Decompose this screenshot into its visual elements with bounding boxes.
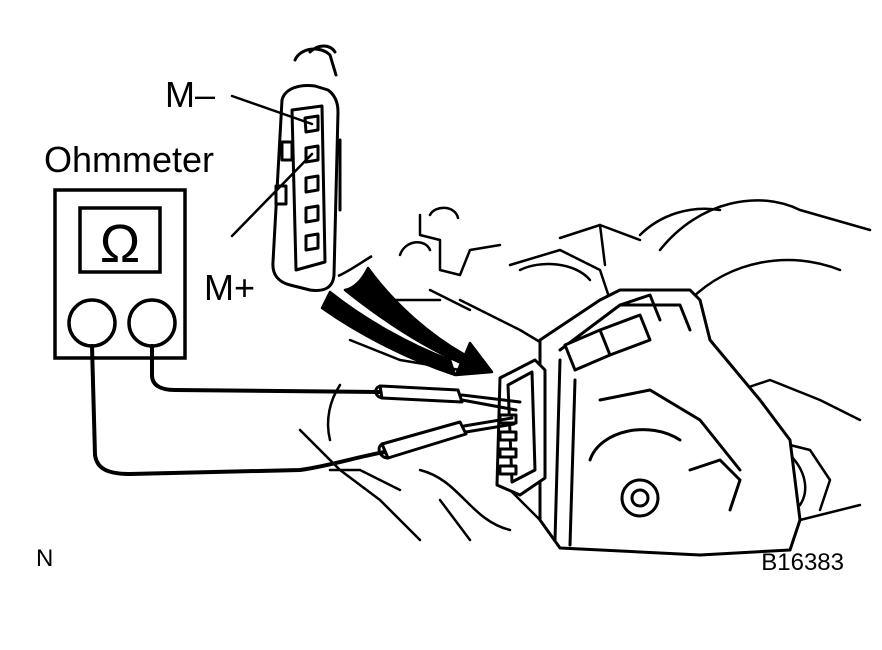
ohmmeter-label: Ohmmeter <box>44 139 214 180</box>
location-arrows <box>320 254 494 377</box>
corner-label: N <box>36 545 53 572</box>
probe-upper <box>374 384 522 412</box>
terminal-label-m-minus: M– <box>165 74 215 115</box>
throttle-body <box>538 288 802 557</box>
lead-right <box>150 344 382 394</box>
test-leads <box>90 344 387 476</box>
figure-code: B16383 <box>761 549 844 576</box>
arrow-upper <box>343 266 494 377</box>
terminal-label-m-plus: M+ <box>204 267 255 308</box>
throttle-connector <box>495 358 547 497</box>
probe-jack-right <box>127 298 177 348</box>
ohmmeter: Ω <box>53 188 187 360</box>
arrow-lower <box>320 290 457 377</box>
probe-lower <box>377 416 516 460</box>
ohmmeter-display <box>78 206 162 274</box>
probe-jack-left <box>67 298 117 348</box>
lead-left <box>90 344 387 476</box>
ohm-symbol: Ω <box>100 214 140 274</box>
terminal-connector-view <box>271 44 342 292</box>
terminal-leader-lines <box>230 94 314 238</box>
